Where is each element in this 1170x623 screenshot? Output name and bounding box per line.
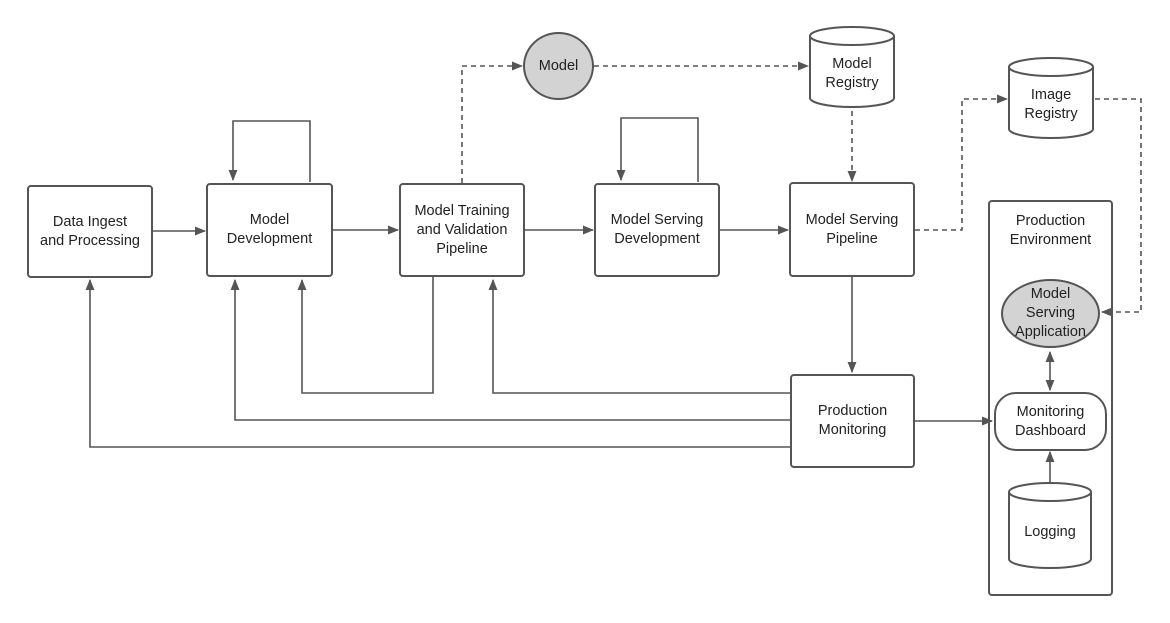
data-ingest-node[interactable]: Data Ingest and Processing [27, 185, 153, 278]
monitoring-dashboard-node[interactable]: Monitoring Dashboard [994, 392, 1107, 451]
model-node[interactable]: Model [523, 32, 594, 100]
production-environment-container [988, 200, 1113, 596]
image-registry-cylinder [1008, 57, 1094, 139]
model-registry-cylinder [809, 26, 895, 108]
edge-serving-dev-self-loop [616, 117, 699, 182]
model-development-node[interactable]: Model Development [206, 183, 333, 277]
edge-monitoring-to-ingest [85, 278, 790, 448]
edge-pipeline-to-image-registry [915, 94, 1009, 231]
edge-training-to-model [461, 61, 524, 183]
logging-label[interactable]: Logging [1024, 523, 1076, 540]
production-environment-title: Production Environment [1009, 213, 1092, 248]
model-training-node[interactable]: Model Training and Validation Pipeline [399, 183, 525, 277]
edge-training-to-development [297, 277, 434, 394]
logging-cylinder [1008, 482, 1092, 569]
production-monitoring-node[interactable]: Production Monitoring [790, 374, 915, 468]
edge-image-registry-to-serving-app [1095, 98, 1142, 317]
edge-monitoring-to-training [488, 278, 790, 394]
model-serving-development-node[interactable]: Model Serving Development [594, 183, 720, 277]
model-serving-application-node[interactable]: Model Serving Application [1001, 279, 1100, 348]
model-registry-label[interactable]: Model Registry [825, 56, 879, 91]
image-registry-label[interactable]: Image Registry [1024, 87, 1078, 122]
model-serving-pipeline-node[interactable]: Model Serving Pipeline [789, 182, 915, 277]
edge-monitoring-to-development [230, 278, 790, 421]
edge-development-self-loop [228, 120, 311, 182]
